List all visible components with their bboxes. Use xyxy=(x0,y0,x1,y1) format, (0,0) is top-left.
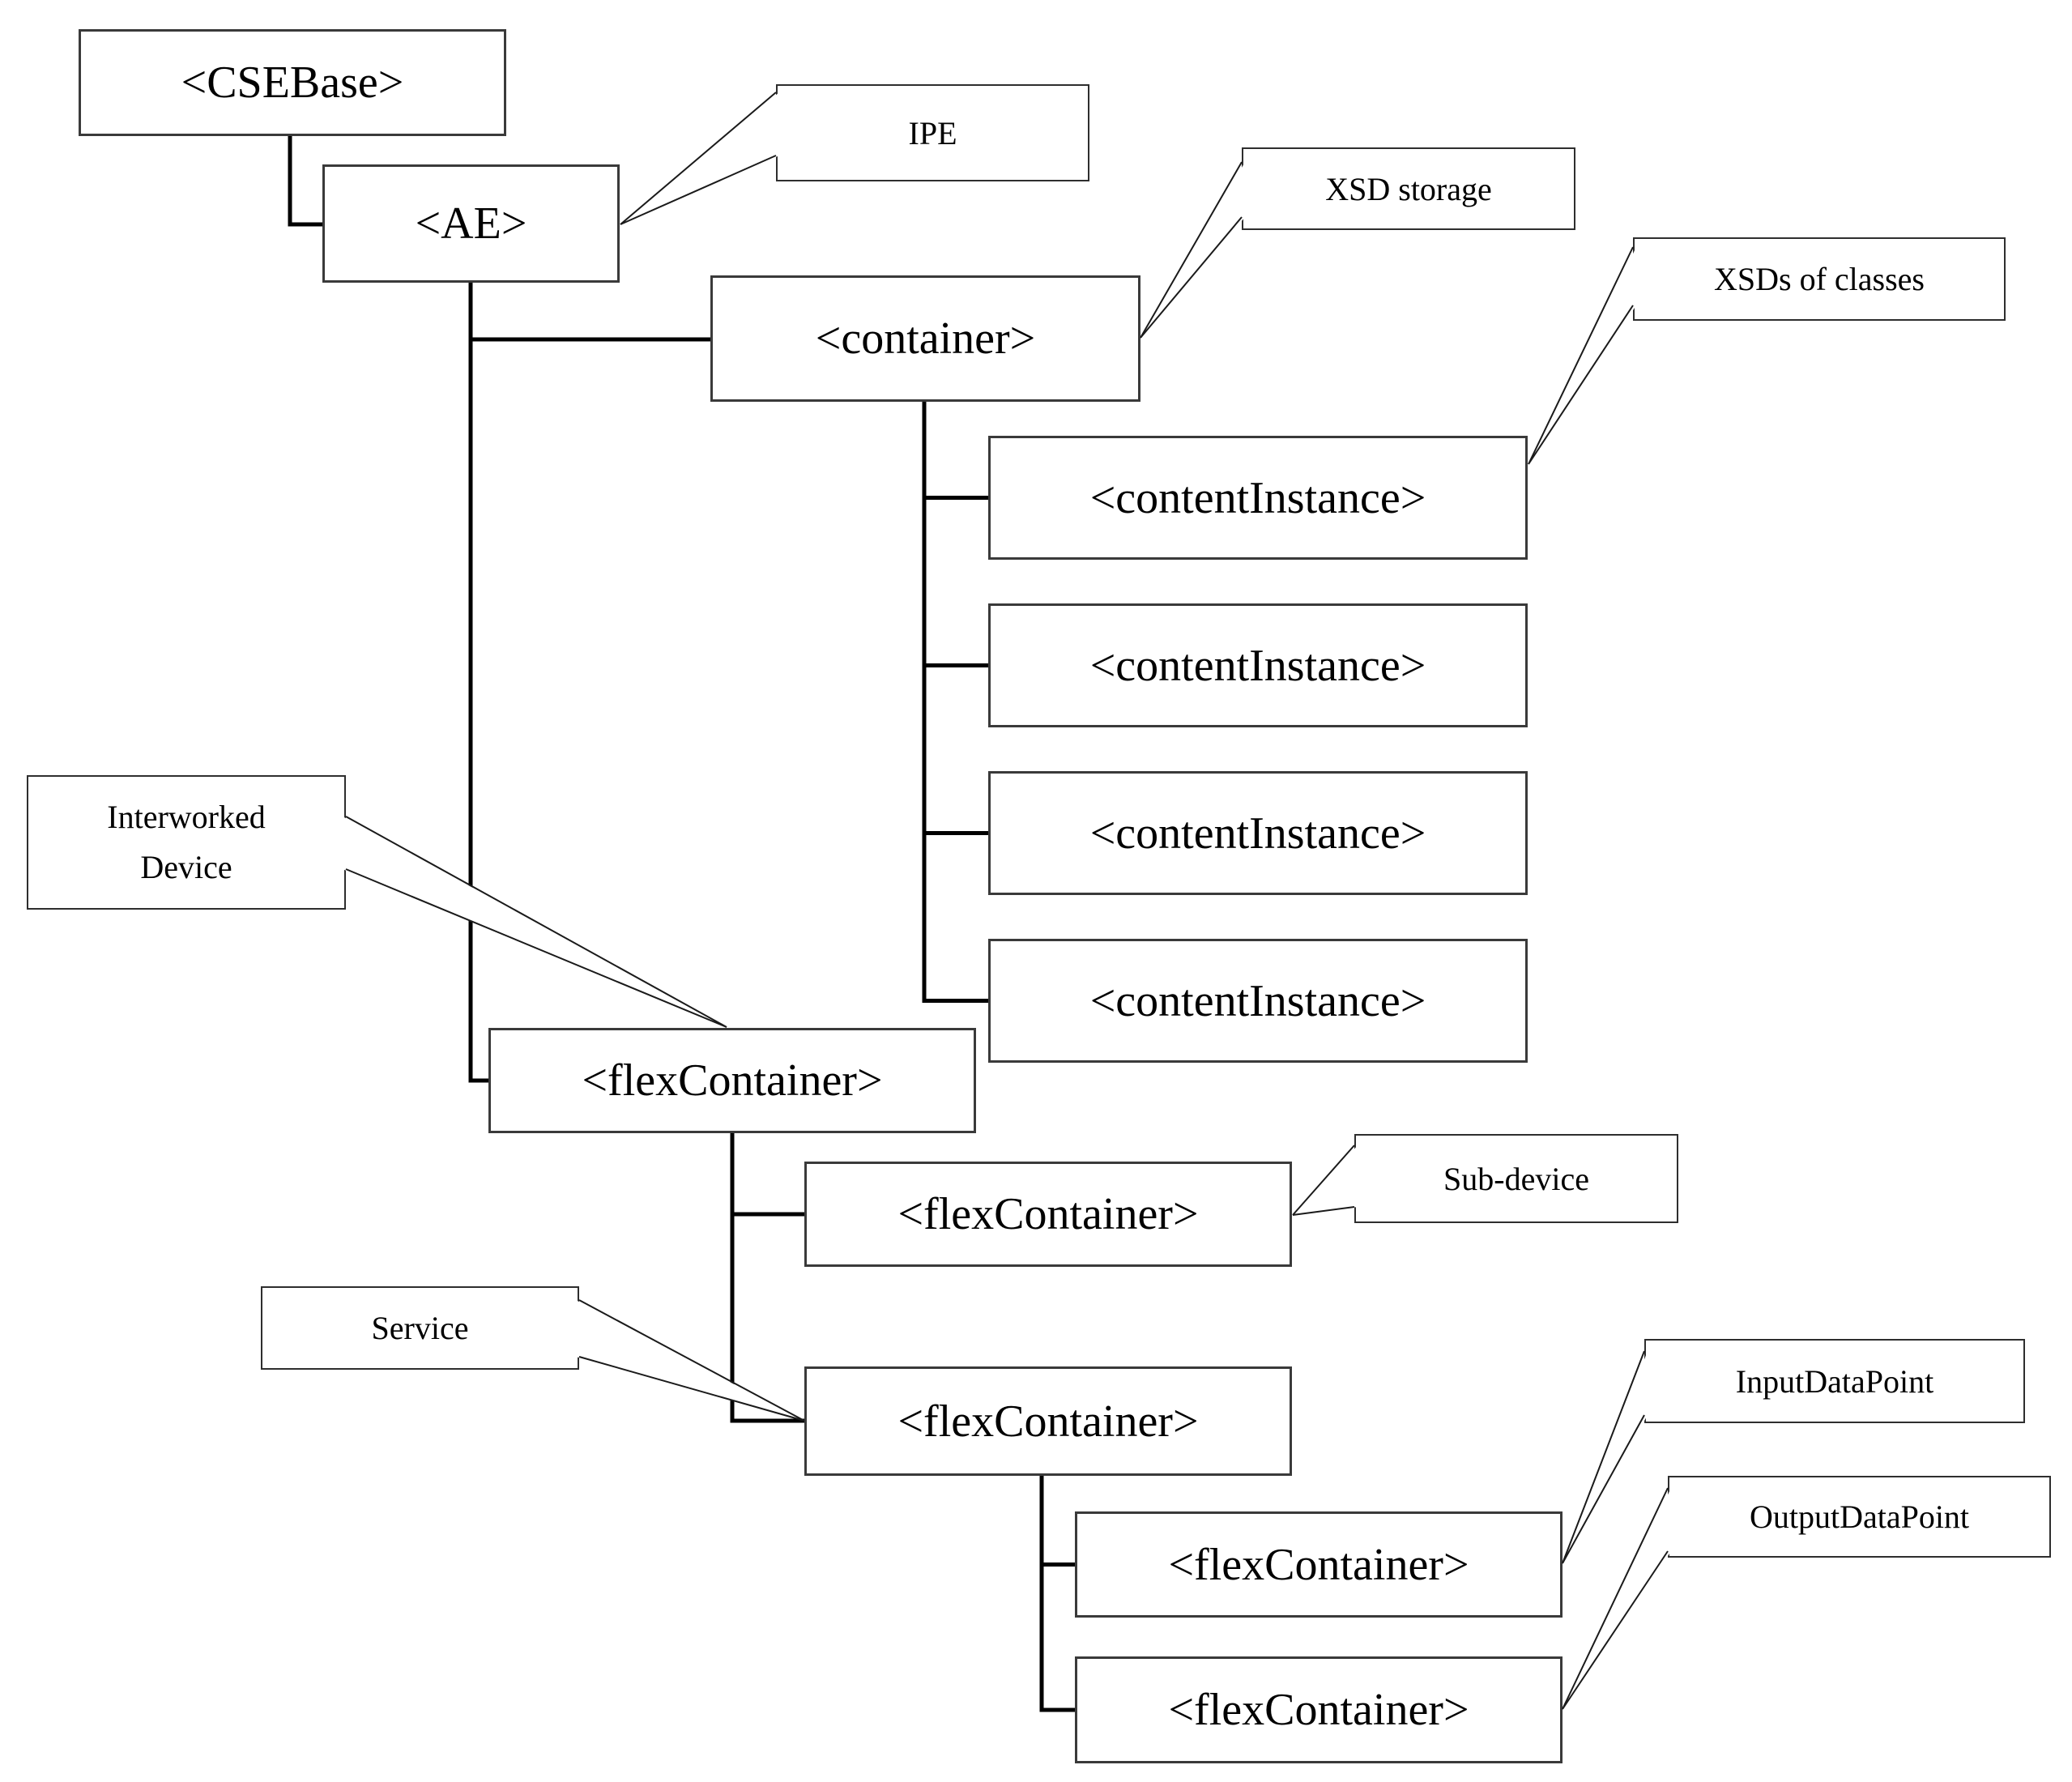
callout-output-data-point: OutputDataPoint xyxy=(1668,1476,2051,1558)
node-content-instance-1: <contentInstance> xyxy=(988,436,1528,560)
input-data-point-tail-line xyxy=(1562,1350,1645,1564)
callout-xsds-of-classes: XSDs of classes xyxy=(1633,237,2006,321)
node-flex-container-interworked-device: <flexContainer> xyxy=(488,1028,976,1133)
sub-device-tail-line xyxy=(1292,1145,1355,1216)
connector-container-trunk xyxy=(922,402,988,1003)
callout-xsd-storage: XSD storage xyxy=(1242,147,1575,230)
node-container-label: <container> xyxy=(815,313,1036,364)
callout-xsd-storage-label: XSD storage xyxy=(1325,170,1492,207)
service-tail-line xyxy=(578,1356,805,1422)
callout-interworked-device-label: Interworked Device xyxy=(107,792,265,893)
node-flex-container-input-data-point: <flexContainer> xyxy=(1075,1511,1563,1618)
output-data-point-tail-line xyxy=(1562,1550,1669,1710)
node-container: <container> xyxy=(710,275,1140,402)
callout-input-data-point-label: InputDataPoint xyxy=(1735,1362,1934,1400)
callout-service: Service xyxy=(261,1286,579,1370)
callout-interworked-device-line2: Device xyxy=(140,849,232,885)
xsd-storage-tail-line xyxy=(1140,216,1243,339)
connector-csebase-ae xyxy=(288,136,322,227)
input-data-point-tail-fill xyxy=(1566,1351,1648,1562)
callout-input-data-point: InputDataPoint xyxy=(1644,1339,2025,1423)
ipe-tail-line xyxy=(620,92,777,225)
node-content-instance-label: <contentInstance> xyxy=(1089,640,1426,691)
node-csebase: <CSEBase> xyxy=(79,29,506,136)
input-data-point-tail-line xyxy=(1562,1414,1645,1564)
node-content-instance-label: <contentInstance> xyxy=(1089,808,1426,859)
xsds-of-classes-tail-fill xyxy=(1532,247,1636,463)
connector-service-trunk xyxy=(1039,1476,1075,1712)
node-content-instance-label: <contentInstance> xyxy=(1089,975,1426,1026)
connector-interworked-trunk xyxy=(730,1133,804,1423)
interworked-device-tail-fill xyxy=(343,816,724,1025)
node-flex-container-label: <flexContainer> xyxy=(897,1396,1199,1447)
xsd-storage-tail-fill xyxy=(1144,162,1245,336)
callout-sub-device-label: Sub-device xyxy=(1443,1160,1589,1197)
node-csebase-label: <CSEBase> xyxy=(181,58,404,108)
node-flex-container-sub-device: <flexContainer> xyxy=(804,1162,1292,1267)
xsds-of-classes-tail-line xyxy=(1528,246,1634,465)
node-flex-container-label: <flexContainer> xyxy=(897,1189,1199,1239)
callout-ipe-label: IPE xyxy=(908,114,957,151)
callout-service-label: Service xyxy=(371,1310,469,1346)
output-data-point-tail-fill xyxy=(1566,1488,1671,1707)
interworked-device-tail-line xyxy=(345,816,727,1028)
connector-ae-trunk xyxy=(468,283,488,1083)
node-flex-container-output-data-point: <flexContainer> xyxy=(1075,1656,1563,1763)
ipe-tail-fill xyxy=(623,92,779,224)
sub-device-tail-line xyxy=(1292,1206,1355,1216)
service-tail-line xyxy=(578,1299,805,1422)
node-flex-container-label: <flexContainer> xyxy=(1168,1685,1469,1735)
node-ae-label: <AE> xyxy=(415,198,527,249)
node-flex-container-label: <flexContainer> xyxy=(582,1055,883,1106)
node-content-instance-label: <contentInstance> xyxy=(1089,472,1426,523)
service-tail-fill xyxy=(576,1300,801,1420)
callout-output-data-point-label: OutputDataPoint xyxy=(1749,1498,1970,1535)
callout-sub-device: Sub-device xyxy=(1354,1134,1678,1223)
node-flex-container-service: <flexContainer> xyxy=(804,1366,1292,1476)
sub-device-tail-fill xyxy=(1296,1145,1358,1215)
interworked-device-tail-line xyxy=(345,868,727,1028)
node-content-instance-2: <contentInstance> xyxy=(988,603,1528,727)
node-ae: <AE> xyxy=(322,164,620,283)
callout-xsds-of-classes-label: XSDs of classes xyxy=(1714,261,1925,297)
callout-ipe: IPE xyxy=(776,84,1089,181)
node-content-instance-3: <contentInstance> xyxy=(988,771,1528,895)
callout-interworked-device-line1: Interworked xyxy=(107,799,266,835)
node-content-instance-4: <contentInstance> xyxy=(988,939,1528,1063)
xsd-storage-tail-line xyxy=(1140,161,1243,339)
xsds-of-classes-tail-line xyxy=(1528,305,1634,465)
node-flex-container-label: <flexContainer> xyxy=(1168,1539,1469,1590)
output-data-point-tail-line xyxy=(1562,1487,1669,1710)
callout-interworked-device: Interworked Device xyxy=(27,775,346,910)
ipe-tail-line xyxy=(620,155,777,225)
